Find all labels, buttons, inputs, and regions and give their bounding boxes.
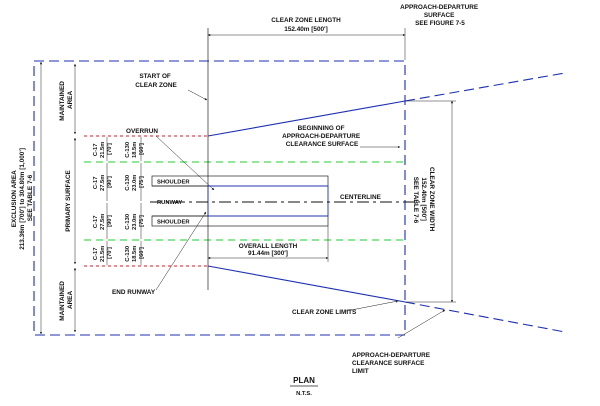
svg-text:MAINTAINED AREA: MAINTAINED AREA — [59, 79, 74, 120]
c17-mid-top-label: C-17 27.5m [90'] — [93, 173, 113, 191]
svg-text:C-130 23.0m [75']: C-130 23.0m [75'] — [125, 173, 145, 191]
runway-label: RUNWAY — [157, 200, 182, 206]
c130-mid-top-label: C-130 23.0m [75'] — [125, 173, 145, 191]
svg-text:C-17 21.5m [70']: C-17 21.5m [70'] — [93, 140, 113, 158]
svg-text:C-17 21.5m [70']: C-17 21.5m [70'] — [93, 244, 113, 262]
exclusion-area-label: EXCLUSION AREA 213.36m [700'] to 304.80m… — [11, 146, 34, 250]
maintained-area-top-label: MAINTAINED AREA — [59, 79, 74, 121]
c130-mid-bot-label: C-130 23.0m [75'] — [125, 212, 145, 230]
clear-zone-length-label: CLEAR ZONE LENGTH — [271, 17, 341, 24]
start-clear-zone-label: START OF CLEAR ZONE — [135, 73, 177, 89]
leader-overrun — [155, 135, 215, 191]
clear-zone-width-label: CLEAR ZONE WIDTH 152.40m [500'] SEE TABL… — [412, 167, 435, 233]
plan-title: PLAN — [293, 376, 315, 385]
svg-text:C-17 27.5m [90']: C-17 27.5m [90'] — [93, 173, 113, 191]
c17-top-label: C-17 21.5m [70'] — [93, 140, 113, 158]
clear-zone-boundary — [33, 60, 406, 336]
approach-surface-lower-dashed — [404, 301, 566, 333]
approach-surface-upper-solid — [207, 100, 406, 137]
c17-mid-bot-label: C-17 27.5m [90'] — [93, 212, 113, 230]
svg-text:CLEAR ZONE WIDTH 152.40m: CLEAR ZONE WIDTH 152.40m [500'] SEE TABL… — [412, 167, 435, 233]
plan-subtitle: N.T.S. — [296, 391, 312, 397]
leader-end-runway — [155, 211, 207, 291]
shoulder-bottom-label: SHOULDER — [157, 220, 190, 226]
maintained-area-bottom-label: MAINTAINED AREA — [59, 279, 74, 321]
end-runway-label: END RUNWAY — [112, 289, 156, 296]
clearance-surface-limit-label: APPROACH-DEPARTURE CLEARANCE SURFACE LIM… — [352, 352, 432, 375]
leader-start-clear-zone — [187, 89, 208, 101]
svg-text:MAINTAINED AREA: MAINTAINED AREA — [59, 279, 74, 320]
approach-surface-label: APPROACH-DEPARTURE SURFACE SEE FIGURE 7-… — [400, 4, 480, 27]
overrun-label: OVERRUN — [126, 128, 158, 135]
svg-text:C-17 27.5m [90']: C-17 27.5m [90'] — [93, 212, 113, 230]
shoulder-top-label: SHOULDER — [157, 180, 190, 186]
primary-surface-label: PRIMARY SURFACE — [65, 170, 72, 232]
approach-surface-upper-dashed — [404, 72, 566, 102]
leader-clear-zone-limits — [345, 300, 399, 312]
overrun-rect — [207, 185, 329, 217]
svg-text:EXCLUSION AREA 213.36m [: EXCLUSION AREA 213.36m [700'] to 304.80m… — [11, 146, 34, 250]
leader-surface-limit — [397, 309, 446, 339]
overall-length-label: OVERALL LENGTH — [239, 243, 298, 250]
svg-text:C-130 18.5m [60']: C-130 18.5m [60'] — [125, 140, 145, 158]
beginning-surface-label: BEGINNING OF APPROACH-DEPARTURE CLEARANC… — [282, 125, 362, 148]
c130-bot-label: C-130 18.5m [60'] — [125, 244, 145, 262]
c17-bot-label: C-17 21.5m [70'] — [93, 244, 113, 262]
approach-surface-lower-solid — [207, 265, 406, 303]
clear-zone-limits-label: CLEAR ZONE LIMITS — [292, 309, 357, 316]
svg-text:PRIMARY SURFACE: PRIMARY SURFACE — [65, 170, 72, 232]
c130-top-label: C-130 18.5m [60'] — [125, 140, 145, 158]
svg-text:C-130 23.0m [75']: C-130 23.0m [75'] — [125, 212, 145, 230]
svg-text:C-130 18.5m [60']: C-130 18.5m [60'] — [125, 244, 145, 262]
overall-length-value: 91.44m [300'] — [248, 250, 288, 257]
clear-zone-length-value: 152.40m [500'] — [284, 26, 327, 33]
centerline-label: CENTERLINE — [340, 194, 382, 201]
